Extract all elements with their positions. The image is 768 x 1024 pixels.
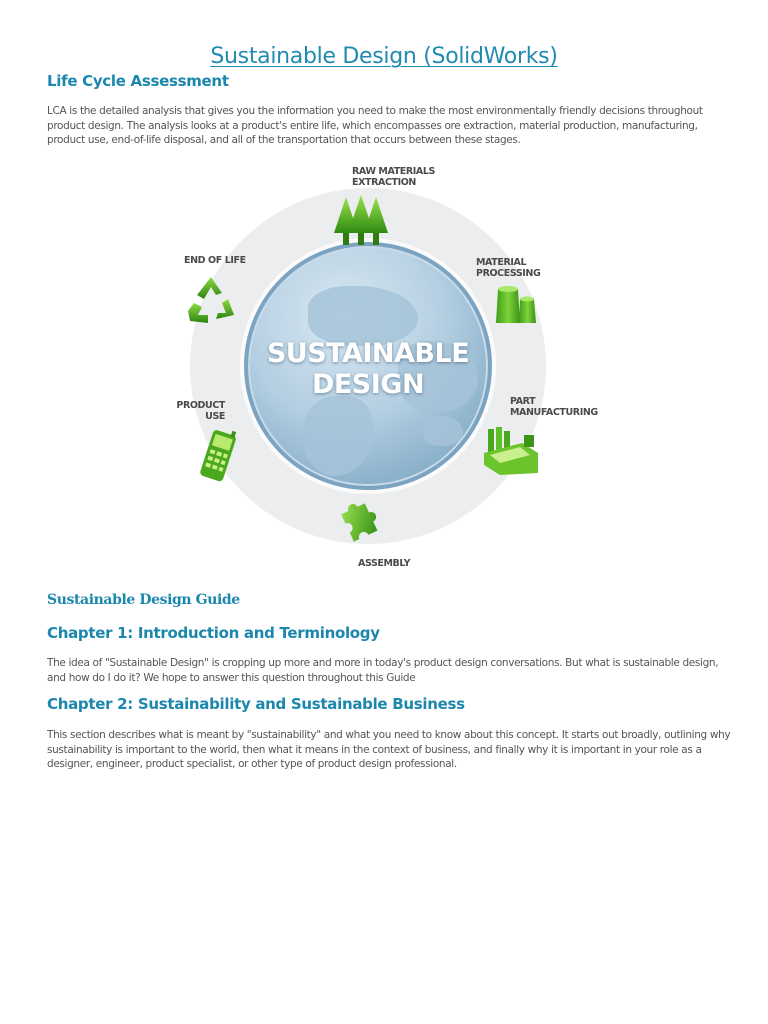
silos-icon — [496, 286, 536, 323]
page-title[interactable]: Sustainable Design (SolidWorks) — [210, 44, 558, 69]
chapter-1-heading: Chapter 1: Introduction and Terminology — [47, 624, 380, 642]
chapter-1-paragraph: The idea of "Sustainable Design" is crop… — [47, 657, 719, 684]
stage-label-end-of-life: END OF LIFE — [184, 255, 246, 266]
globe-title: SUSTAINABLE DESIGN — [244, 338, 492, 400]
globe-image — [244, 242, 492, 490]
globe-title-line2: DESIGN — [311, 369, 425, 400]
guide-heading: Sustainable Design Guide — [47, 592, 240, 608]
stage-label-raw-materials: RAW MATERIALS EXTRACTION — [352, 166, 435, 188]
recycle-icon — [188, 277, 234, 323]
lca-paragraph: LCA is the detailed analysis that gives … — [47, 105, 703, 146]
chapter-2-heading: Chapter 2: Sustainability and Sustainabl… — [47, 695, 465, 713]
factory-icon — [484, 427, 538, 475]
stage-label-material-processing: MATERIAL PROCESSING — [476, 257, 541, 279]
sustainable-design-diagram: SUSTAINABLE DESIGN RAW MATERIALS EXTRACT… — [170, 160, 600, 580]
lca-heading: Life Cycle Assessment — [47, 72, 229, 90]
puzzle-piece-icon — [341, 503, 378, 542]
globe-title-line1: SUSTAINABLE — [266, 338, 470, 369]
trees-icon — [334, 195, 388, 245]
chapter-2-paragraph: This section describes what is meant by … — [47, 729, 731, 770]
mobile-phone-icon — [200, 430, 237, 482]
stage-label-assembly: ASSEMBLY — [358, 558, 411, 569]
stage-label-part-manufacturing: PART MANUFACTURING — [510, 396, 598, 418]
stage-label-product-use: PRODUCT USE — [176, 400, 225, 422]
